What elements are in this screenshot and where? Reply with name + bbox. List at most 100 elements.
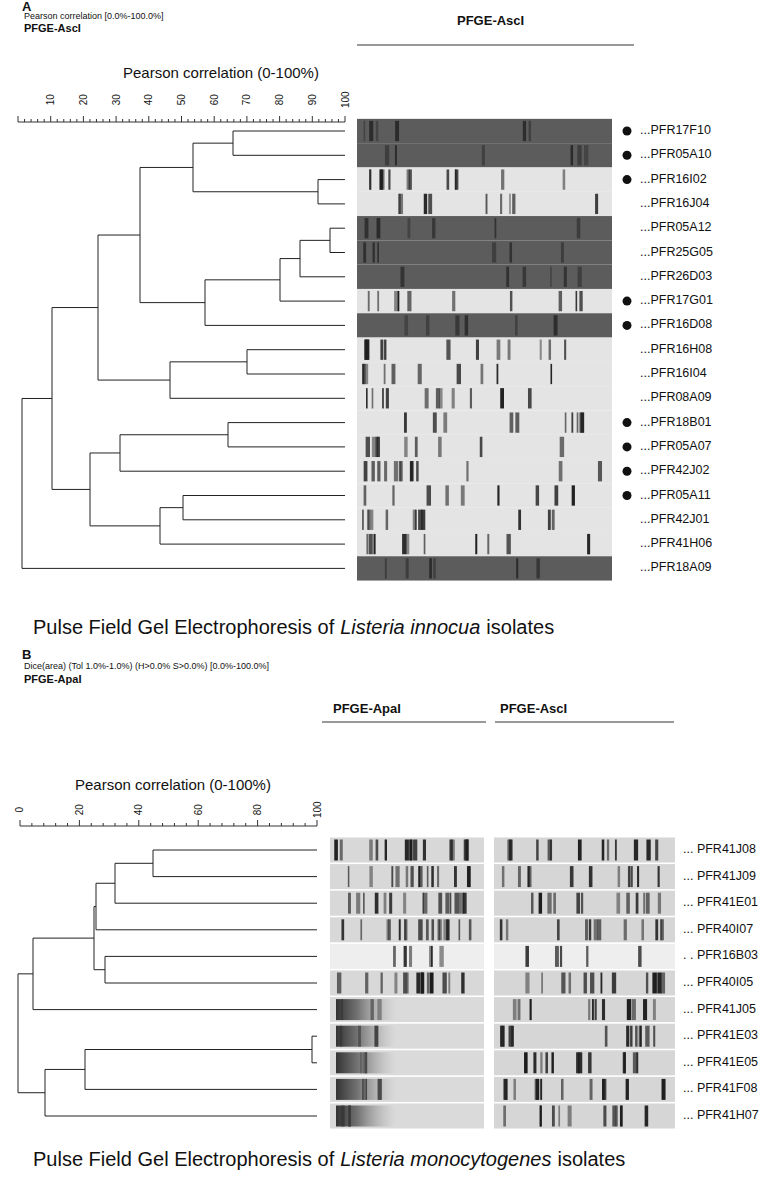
gel-band <box>580 412 584 432</box>
gel-band <box>605 1026 608 1047</box>
gel-band <box>395 145 397 165</box>
gel-band <box>464 840 467 861</box>
gel-band <box>409 840 412 861</box>
gel-band <box>427 866 429 887</box>
isolate-name: ...PFR17G01 <box>640 293 713 307</box>
dendrogram-line <box>90 525 160 526</box>
gel-band <box>402 534 406 554</box>
gel-band <box>586 946 588 967</box>
gel-band <box>425 388 429 408</box>
gel-band <box>528 388 532 408</box>
gel-band <box>432 218 435 238</box>
gel-band <box>424 893 428 914</box>
axis-tick <box>305 823 306 826</box>
gel-band <box>430 973 434 994</box>
gel-band <box>348 866 350 887</box>
axis-tick <box>150 823 151 826</box>
gel-band <box>427 973 430 994</box>
gel-band <box>392 485 394 505</box>
gel-band <box>658 893 661 914</box>
caption-text: isolates <box>557 1148 625 1171</box>
gel-band <box>443 412 447 432</box>
isolate-name: ...PFR42J01 <box>640 512 709 526</box>
gel-band <box>416 973 420 994</box>
gel-band <box>590 1079 593 1100</box>
gel-band <box>588 1052 591 1073</box>
gel-band <box>533 1052 536 1073</box>
gel-band <box>385 558 387 578</box>
gel-band <box>500 388 504 408</box>
gel-band <box>404 919 406 940</box>
gel-lane <box>330 997 484 1022</box>
gel-band <box>431 866 434 887</box>
gel-band <box>615 840 617 861</box>
gel-band <box>579 291 582 311</box>
dendrogram-line <box>96 929 317 930</box>
gel-band <box>431 919 434 940</box>
axis-tick <box>269 823 270 826</box>
gel-band <box>530 999 532 1020</box>
axis-tick <box>55 823 56 826</box>
gel-band <box>427 485 431 505</box>
gel-band <box>589 919 591 940</box>
gel-band <box>363 893 365 914</box>
gel-lane <box>494 917 675 942</box>
gel-band <box>662 1079 666 1100</box>
gel-band <box>386 919 389 940</box>
axis-tick <box>96 119 97 122</box>
dendrogram-line <box>94 969 105 970</box>
axis-tick <box>135 119 136 122</box>
gel-band <box>458 893 461 914</box>
tick-number: 100 <box>339 92 351 109</box>
axis-tick <box>138 820 139 826</box>
gel-band <box>507 534 511 554</box>
dendrogram-line <box>280 301 345 302</box>
gel-band <box>565 412 567 432</box>
gel-lane <box>494 1104 675 1129</box>
gel-band <box>560 437 564 457</box>
axis-tick <box>161 119 162 122</box>
gel-band <box>373 534 375 554</box>
gel-lane <box>494 1024 675 1049</box>
gel-band <box>395 121 399 141</box>
gel-band <box>548 510 551 530</box>
gel-band <box>550 364 552 384</box>
tick-number: 10 <box>45 94 57 105</box>
gel-band <box>536 840 538 861</box>
axis-tick <box>174 119 175 122</box>
gel-band <box>398 291 400 311</box>
gel-band <box>553 893 556 914</box>
axis-tick <box>103 823 104 826</box>
isolate-name: ...PFR16I02 <box>640 172 707 186</box>
selection-dot <box>623 127 632 136</box>
gel-band <box>439 946 443 967</box>
gel-band <box>406 866 409 887</box>
gel-band <box>426 315 429 335</box>
isolate-name: ...PFR25G05 <box>640 245 713 259</box>
gel-band <box>518 999 521 1020</box>
gel-band <box>508 340 511 360</box>
gel-band <box>356 893 360 914</box>
gel-band <box>584 973 587 994</box>
gel-band <box>638 946 641 967</box>
gel-band <box>646 840 650 861</box>
gel-band <box>525 946 529 967</box>
gel-band <box>365 340 369 360</box>
gel-band <box>616 893 620 914</box>
gel-band <box>540 340 542 360</box>
isolate-name: ... PFR41J09 <box>683 869 756 883</box>
gel-lane <box>357 362 612 386</box>
gel-band <box>418 364 422 384</box>
gel-band <box>447 169 450 189</box>
tick-number: 50 <box>176 94 188 105</box>
gel-band <box>515 315 517 335</box>
gel-lane <box>330 1024 484 1049</box>
gel-band <box>439 388 442 408</box>
gel-band <box>612 1106 615 1127</box>
gel-band <box>377 437 380 457</box>
dendrogram-line <box>45 1069 85 1070</box>
gel-band <box>510 291 512 311</box>
gel-band <box>384 893 387 914</box>
dendrogram-line <box>33 1009 317 1010</box>
gel-band <box>384 340 386 360</box>
